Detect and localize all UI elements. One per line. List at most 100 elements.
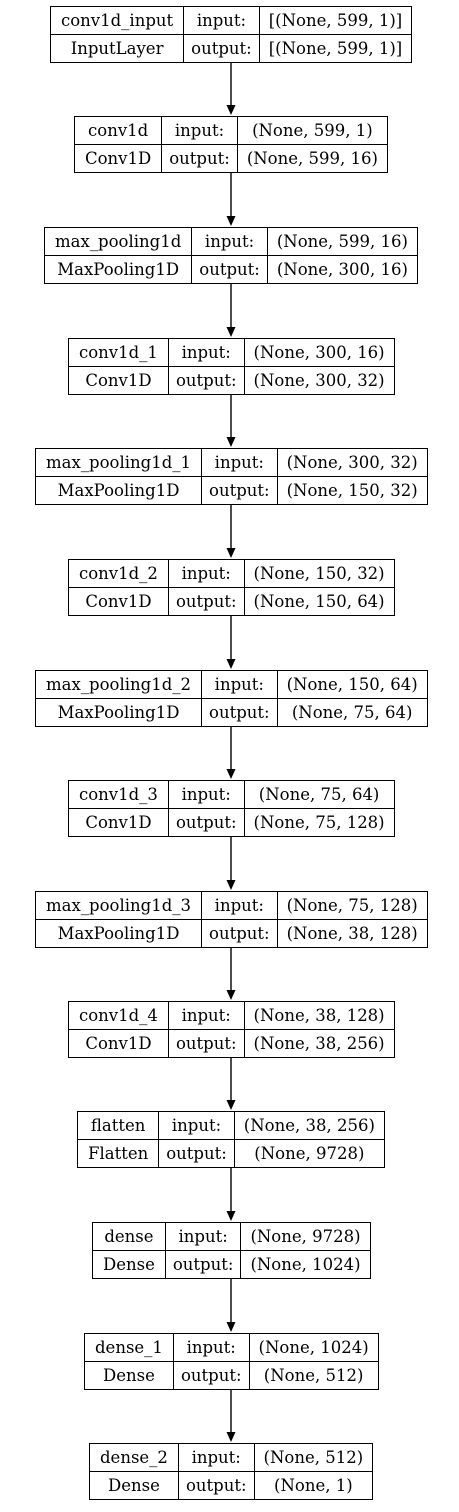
layer-name: conv1d_4 [68, 1001, 169, 1030]
arrowhead-icon [226, 548, 236, 558]
input-shape: (None, 150, 32) [243, 559, 395, 588]
output-label: output: [167, 1029, 245, 1058]
input-label: input: [161, 116, 238, 145]
input-label: input: [167, 780, 245, 809]
input-shape: (None, 75, 128) [276, 891, 428, 920]
output-label: output: [201, 476, 278, 505]
layer-name: max_pooling1d_3 [34, 891, 203, 920]
layer-name: flatten [76, 1111, 160, 1140]
input-shape: (None, 38, 256) [233, 1111, 385, 1140]
input-label: input: [164, 1222, 242, 1251]
layer-type: Dense [84, 1361, 174, 1390]
arrowhead-icon [226, 105, 236, 115]
input-shape: (None, 512) [253, 1443, 374, 1472]
output-shape: (None, 1) [253, 1471, 374, 1500]
input-shape: (None, 9728) [240, 1222, 371, 1251]
output-shape: (None, 150, 64) [243, 587, 395, 616]
output-shape: (None, 38, 256) [243, 1029, 395, 1058]
layer-name: conv1d_input [49, 6, 185, 35]
input-label: input: [177, 1443, 255, 1472]
input-shape: (None, 300, 16) [243, 338, 395, 367]
arrowhead-icon [226, 990, 236, 1000]
output-label: output: [161, 144, 238, 173]
layer-type: Dense [89, 1471, 179, 1500]
output-label: output: [172, 1361, 250, 1390]
output-shape: (None, 75, 128) [243, 808, 395, 837]
output-label: output: [201, 698, 278, 727]
input-label: input: [201, 670, 278, 699]
layer-type: MaxPooling1D [34, 919, 203, 948]
output-label: output: [183, 34, 260, 63]
output-label: output: [164, 1250, 242, 1279]
layer-name: dense [92, 1222, 166, 1251]
arrowhead-icon [226, 327, 236, 337]
arrowhead-icon [226, 1100, 236, 1110]
input-label: input: [201, 448, 278, 477]
output-label: output: [201, 919, 278, 948]
input-label: input: [201, 891, 278, 920]
output-shape: (None, 300, 32) [243, 366, 395, 395]
output-label: output: [191, 255, 268, 284]
output-shape: [(None, 599, 1)] [258, 34, 413, 63]
layer-type: Conv1D [68, 366, 169, 395]
arrowhead-icon [226, 659, 236, 669]
input-label: input: [183, 6, 260, 35]
input-label: input: [167, 1001, 245, 1030]
layer-type: Conv1D [73, 144, 163, 173]
layer-type: Conv1D [68, 587, 169, 616]
input-label: input: [158, 1111, 235, 1140]
layer-type: Dense [92, 1250, 166, 1279]
output-label: output: [167, 366, 245, 395]
input-shape: (None, 75, 64) [243, 780, 395, 809]
output-label: output: [177, 1471, 255, 1500]
output-shape: (None, 9728) [233, 1139, 385, 1168]
output-shape: (None, 300, 16) [266, 255, 418, 284]
input-shape: (None, 300, 32) [276, 448, 428, 477]
input-shape: (None, 38, 128) [243, 1001, 395, 1030]
arrowhead-icon [226, 1211, 236, 1221]
input-label: input: [191, 227, 268, 256]
output-shape: (None, 599, 16) [236, 144, 388, 173]
input-shape: (None, 150, 64) [276, 670, 428, 699]
